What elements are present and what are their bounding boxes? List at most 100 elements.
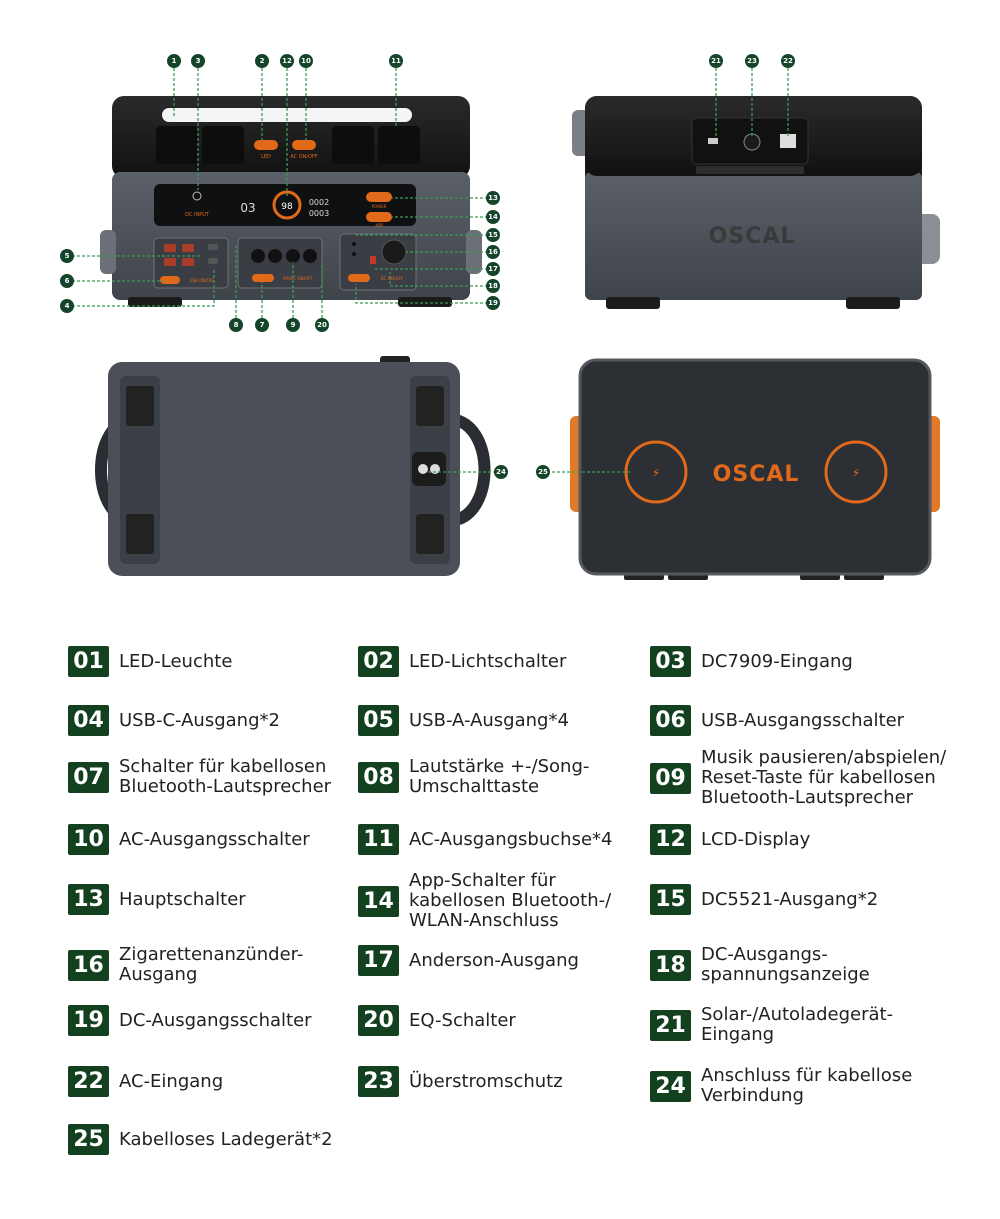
- legend-number: 03: [650, 646, 691, 677]
- legend-label: Lautstärke +-/Song- Umschalttaste: [409, 756, 590, 797]
- marker-2: 2: [255, 54, 269, 68]
- legend-label: DC-Ausgangsschalter: [119, 1009, 312, 1031]
- legend-item-04: 04 USB-C-Ausgang*2: [68, 705, 280, 736]
- legend-item-25: 25 Kabelloses Ladegerät*2: [68, 1124, 333, 1155]
- legend-number: 06: [650, 705, 691, 736]
- legend-item-20: 20 EQ-Schalter: [358, 1005, 516, 1036]
- legend-number: 13: [68, 884, 109, 915]
- product-figures: LED AC ON/OFF DC INPUT 03 98 0002 0003 P…: [0, 0, 1000, 600]
- legend-label: AC-Ausgangsbuchse*4: [409, 828, 613, 850]
- usb-onoff-label: USB ON/OFF: [190, 278, 215, 283]
- leader-lines: [72, 68, 789, 473]
- legend-label: Solar-/Autoladegerät- Eingang: [701, 1004, 894, 1045]
- marker-25: 25: [536, 465, 550, 479]
- legend-item-16: 16 Zigarettenanzünder- Ausgang: [68, 945, 303, 985]
- product-illustration: LED AC ON/OFF DC INPUT 03 98 0002 0003 P…: [72, 68, 940, 580]
- legend-number: 14: [358, 885, 399, 917]
- legend-number: 23: [358, 1066, 399, 1097]
- marker-20: 20: [315, 318, 329, 332]
- marker-13: 13: [486, 191, 500, 205]
- legend-label: DC7909-Eingang: [701, 650, 853, 672]
- legend-item-09: 09 Musik pausieren/abspielen/ Reset-Tast…: [650, 748, 946, 808]
- legend-label: Anschluss für kabellose Verbindung: [701, 1065, 913, 1106]
- top-brand-logo: OSCAL: [713, 462, 800, 487]
- legend-item-12: 12 LCD-Display: [650, 824, 810, 855]
- legend-number: 09: [650, 762, 691, 794]
- legend-number: 25: [68, 1124, 109, 1155]
- app-label: APP: [375, 223, 383, 228]
- legend-label: Zigarettenanzünder- Ausgang: [119, 944, 304, 985]
- bottom-view: [95, 356, 491, 576]
- marker-12: 12: [280, 54, 294, 68]
- legend-number: 08: [358, 761, 399, 793]
- back-view: OSCAL: [572, 96, 940, 309]
- legend-label: App-Schalter für kabellosen Bluetooth-/ …: [409, 870, 612, 931]
- marker-18: 18: [486, 279, 500, 293]
- legend-item-13: 13 Hauptschalter: [68, 884, 246, 915]
- marker-9: 9: [286, 318, 300, 332]
- legend-item-10: 10 AC-Ausgangsschalter: [68, 824, 310, 855]
- dc-input-label: DC INPUT: [185, 212, 210, 218]
- legend-label: Kabelloses Ladegerät*2: [119, 1128, 333, 1150]
- marker-14: 14: [486, 210, 500, 224]
- legend-item-03: 03 DC7909-Eingang: [650, 646, 853, 677]
- legend-item-11: 11 AC-Ausgangsbuchse*4: [358, 824, 612, 855]
- legend-number: 12: [650, 824, 691, 855]
- legend-item-15: 15 DC5521-Ausgang*2: [650, 884, 878, 915]
- marker-16: 16: [486, 245, 500, 259]
- legend-item-22: 22 AC-Eingang: [68, 1066, 223, 1097]
- legend-item-02: 02 LED-Lichtschalter: [358, 646, 566, 677]
- ac-button-label: AC ON/OFF: [290, 154, 318, 160]
- legend-number: 24: [650, 1070, 691, 1102]
- legend-number: 10: [68, 824, 109, 855]
- marker-10: 10: [299, 54, 313, 68]
- legend-number: 20: [358, 1005, 399, 1036]
- legend-label: Anderson-Ausgang: [409, 949, 579, 971]
- legend-item-05: 05 USB-A-Ausgang*4: [358, 705, 569, 736]
- legend-number: 18: [650, 949, 691, 981]
- legend-item-06: 06 USB-Ausgangsschalter: [650, 705, 904, 736]
- legend-number: 21: [650, 1009, 691, 1041]
- marker-6: 6: [60, 274, 74, 288]
- legend-label: Hauptschalter: [119, 888, 246, 910]
- legend-item-14: 14 App-Schalter für kabellosen Bluetooth…: [358, 871, 611, 931]
- back-brand-logo: OSCAL: [709, 224, 796, 249]
- legend-number: 07: [68, 761, 109, 793]
- top-view: ⚡ ⚡ OSCAL: [570, 358, 940, 580]
- lcd-watts-1: 0002: [309, 198, 329, 207]
- lcd-watts-2: 0003: [309, 209, 329, 218]
- marker-8: 8: [229, 318, 243, 332]
- lcd-battery-value: 98: [281, 202, 293, 212]
- legend-number: 11: [358, 824, 399, 855]
- legend-number: 22: [68, 1066, 109, 1097]
- legend-label: EQ-Schalter: [409, 1009, 516, 1031]
- marker-22: 22: [781, 54, 795, 68]
- legend-item-01: 01 LED-Leuchte: [68, 646, 232, 677]
- legend-item-07: 07 Schalter für kabellosen Bluetooth-Lau…: [68, 757, 331, 797]
- marker-21: 21: [709, 54, 723, 68]
- legend-label: DC-Ausgangs- spannungsanzeige: [701, 944, 870, 985]
- legend-label: LED-Leuchte: [119, 650, 233, 672]
- marker-24: 24: [494, 465, 508, 479]
- marker-4: 4: [60, 299, 74, 313]
- legend-item-08: 08 Lautstärke +-/Song- Umschalttaste: [358, 757, 589, 797]
- legend-number: 02: [358, 646, 399, 677]
- marker-7: 7: [255, 318, 269, 332]
- legend-number: 05: [358, 705, 399, 736]
- legend-label: LCD-Display: [701, 828, 811, 850]
- legend-label: USB-A-Ausgang*4: [409, 709, 569, 731]
- bt-onoff-label: MUSIC ON/OFF: [283, 276, 313, 281]
- marker-17: 17: [486, 262, 500, 276]
- legend-label: Schalter für kabellosen Bluetooth-Lautsp…: [119, 756, 332, 797]
- legend-label: Überstromschutz: [409, 1070, 563, 1092]
- legend-item-23: 23 Überstromschutz: [358, 1066, 563, 1097]
- marker-19: 19: [486, 296, 500, 310]
- legend-number: 16: [68, 949, 109, 981]
- legend-label: USB-C-Ausgang*2: [119, 709, 280, 731]
- legend-number: 19: [68, 1005, 109, 1036]
- legend-label: AC-Ausgangsschalter: [119, 828, 310, 850]
- legend-item-19: 19 DC-Ausgangsschalter: [68, 1005, 312, 1036]
- marker-3: 3: [191, 54, 205, 68]
- legend-item-24: 24 Anschluss für kabellose Verbindung: [650, 1066, 912, 1106]
- marker-1: 1: [167, 54, 181, 68]
